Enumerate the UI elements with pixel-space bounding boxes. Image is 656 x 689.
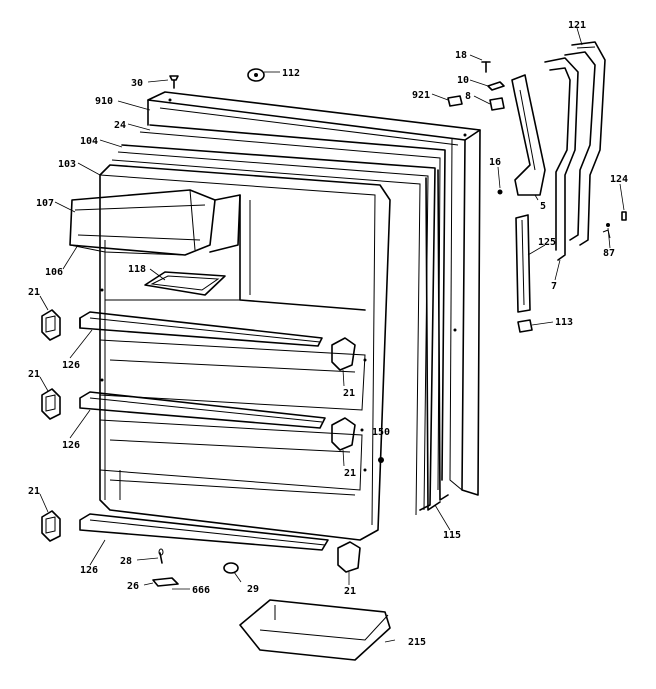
door-handle-121: [564, 41, 606, 246]
door-bin: [239, 599, 391, 661]
door-shelf-bar-3: [79, 513, 329, 551]
callout-87: 87: [603, 248, 615, 259]
callout-21-right-2: 21: [344, 468, 356, 479]
callout-215: 215: [408, 637, 426, 648]
cap-113: [517, 319, 533, 333]
callout-113: 113: [555, 317, 573, 328]
callout-5: 5: [540, 201, 546, 212]
callout-666: 666: [192, 585, 210, 596]
callout-150: 150: [372, 427, 390, 438]
door-shelf-bar-2: [79, 391, 326, 429]
callout-labels: 30 112 910 24 104 103 107 106 118 21 126…: [28, 20, 628, 648]
outer-door-panel: [147, 91, 481, 496]
callout-118: 118: [128, 264, 146, 275]
callout-21-left-1: 21: [28, 287, 40, 298]
door-shelf-bar-1: [79, 311, 323, 347]
clip-124: [621, 211, 627, 221]
callout-121: 121: [568, 20, 586, 31]
gasket-and-breaker-strips: [111, 124, 449, 516]
callout-21-right-1: 21: [343, 388, 355, 399]
label-26: [152, 577, 179, 587]
clip-28: [158, 548, 164, 564]
screw-30: [169, 75, 179, 89]
callout-126-3: 126: [80, 565, 98, 576]
callout-18: 18: [455, 50, 467, 61]
shelf-end-cap-left-1: [41, 309, 61, 341]
callout-106: 106: [45, 267, 63, 278]
hinge-bracket-5: [511, 74, 546, 196]
callout-21-bottom: 21: [344, 586, 356, 597]
callout-107: 107: [36, 198, 54, 209]
inner-door-liner: [99, 164, 391, 541]
callout-21-left-2: 21: [28, 369, 40, 380]
trim-strip-125: [515, 214, 531, 313]
screw-150: [378, 457, 384, 463]
screw-18: [481, 61, 491, 73]
callout-16: 16: [489, 157, 501, 168]
shelf-end-cap-left-3: [41, 510, 61, 542]
callout-29: 29: [247, 584, 259, 595]
handle-rail-7: [544, 57, 579, 261]
callout-112: 112: [282, 68, 300, 79]
plug-29: [223, 562, 239, 574]
shelf-end-cap-right-1: [331, 337, 356, 371]
callout-28: 28: [120, 556, 132, 567]
callout-24: 24: [114, 120, 126, 131]
plug-112: [247, 68, 265, 82]
callout-8: 8: [465, 91, 471, 102]
shelf-end-cap-right-3: [337, 541, 361, 573]
callout-7: 7: [551, 281, 557, 292]
callout-125: 125: [538, 237, 556, 248]
shelf-end-cap-left-2: [41, 388, 61, 420]
callout-126-2: 126: [62, 440, 80, 451]
callout-30: 30: [131, 78, 143, 89]
callout-115: 115: [443, 530, 461, 541]
callout-10: 10: [457, 75, 469, 86]
callout-910: 910: [95, 96, 113, 107]
butter-tray: [144, 271, 226, 296]
callout-21-left-3: 21: [28, 486, 40, 497]
cap-921: [447, 95, 463, 107]
shelf-end-cap-right-2: [331, 417, 356, 451]
screw-16: [497, 189, 503, 195]
callout-26: 26: [127, 581, 139, 592]
block-8: [489, 97, 505, 111]
dairy-compartment-door: [69, 189, 241, 256]
leader-lines: [39, 27, 625, 643]
callout-103: 103: [58, 159, 76, 170]
bushing-10: [487, 81, 505, 91]
callout-126-1: 126: [62, 360, 80, 371]
callout-921: 921: [412, 90, 430, 101]
callout-104: 104: [80, 136, 98, 147]
callout-124: 124: [610, 174, 628, 185]
